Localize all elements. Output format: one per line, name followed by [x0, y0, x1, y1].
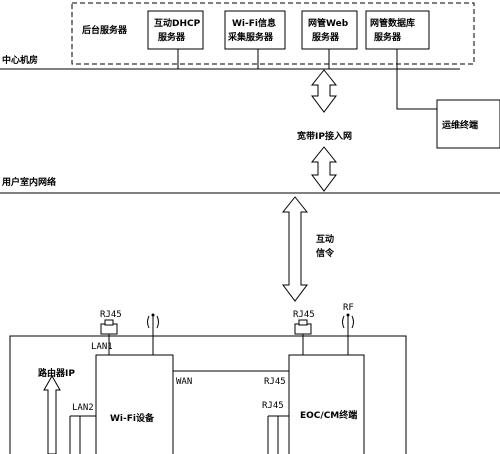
svg-text:服务器: 服务器 — [158, 31, 186, 43]
db-server: 网管数据库 服务器 — [365, 10, 430, 50]
svg-text:网管数据库: 网管数据库 — [370, 17, 415, 29]
lan2-label: LAN2 — [72, 403, 94, 413]
wifi-collect-server: Wi-Fi信息 采集服务器 — [224, 10, 286, 50]
interaction-arrow — [281, 196, 309, 302]
eoc-rj45-1-label: RJ45 — [264, 377, 286, 387]
web-server: 网管Web 服务器 — [301, 10, 358, 50]
updown-arrow-1 — [310, 69, 338, 113]
lan1-label: LAN1 — [91, 342, 113, 352]
server-group-box — [71, 2, 475, 65]
wifi-device-box — [95, 354, 174, 454]
svg-text:互动DHCP: 互动DHCP — [154, 18, 201, 29]
updown-arrow-2 — [310, 146, 338, 192]
rf-label: RF — [343, 303, 354, 313]
router-ip-label: 路由器IP — [38, 367, 75, 379]
svg-text:网管Web: 网管Web — [308, 17, 349, 29]
rj45-left-label: RJ45 — [100, 310, 122, 320]
ops-terminal-box — [436, 99, 500, 149]
svg-text:Wi-Fi信息: Wi-Fi信息 — [232, 17, 276, 29]
home-device-frame — [9, 335, 407, 454]
broadband-label: 宽带IP接入网 — [296, 130, 352, 142]
eoc-terminal-box — [288, 354, 365, 454]
svg-text:服务器: 服务器 — [374, 31, 402, 43]
ops-terminal-label: 运维终端 — [442, 119, 478, 131]
rj45-left-connector — [100, 319, 118, 355]
server-group-label: 后台服务器 — [82, 24, 128, 36]
wifi-device-label: Wi-Fi设备 — [110, 412, 155, 424]
interaction-label-1: 互动 — [316, 234, 334, 245]
wifi-antenna-icon — [147, 313, 159, 355]
rj45-right-label: RJ45 — [293, 310, 315, 320]
eoc-rj45-2-label: RJ45 — [262, 401, 284, 411]
rf-antenna-icon — [342, 313, 354, 355]
svg-text:采集服务器: 采集服务器 — [227, 31, 274, 43]
wan-label: WAN — [176, 377, 192, 387]
rj45-right-connector — [294, 319, 312, 355]
svg-text:服务器: 服务器 — [312, 31, 340, 43]
router-ip-arrow — [43, 374, 61, 454]
center-room-label: 中心机房 — [2, 54, 38, 66]
eoc-terminal-label: EOC/CM终端 — [300, 409, 357, 421]
interaction-label-2: 信令 — [316, 247, 335, 259]
dhcp-server: 互动DHCP 服务器 — [147, 10, 204, 50]
home-network-label: 用户室内网络 — [1, 176, 56, 188]
